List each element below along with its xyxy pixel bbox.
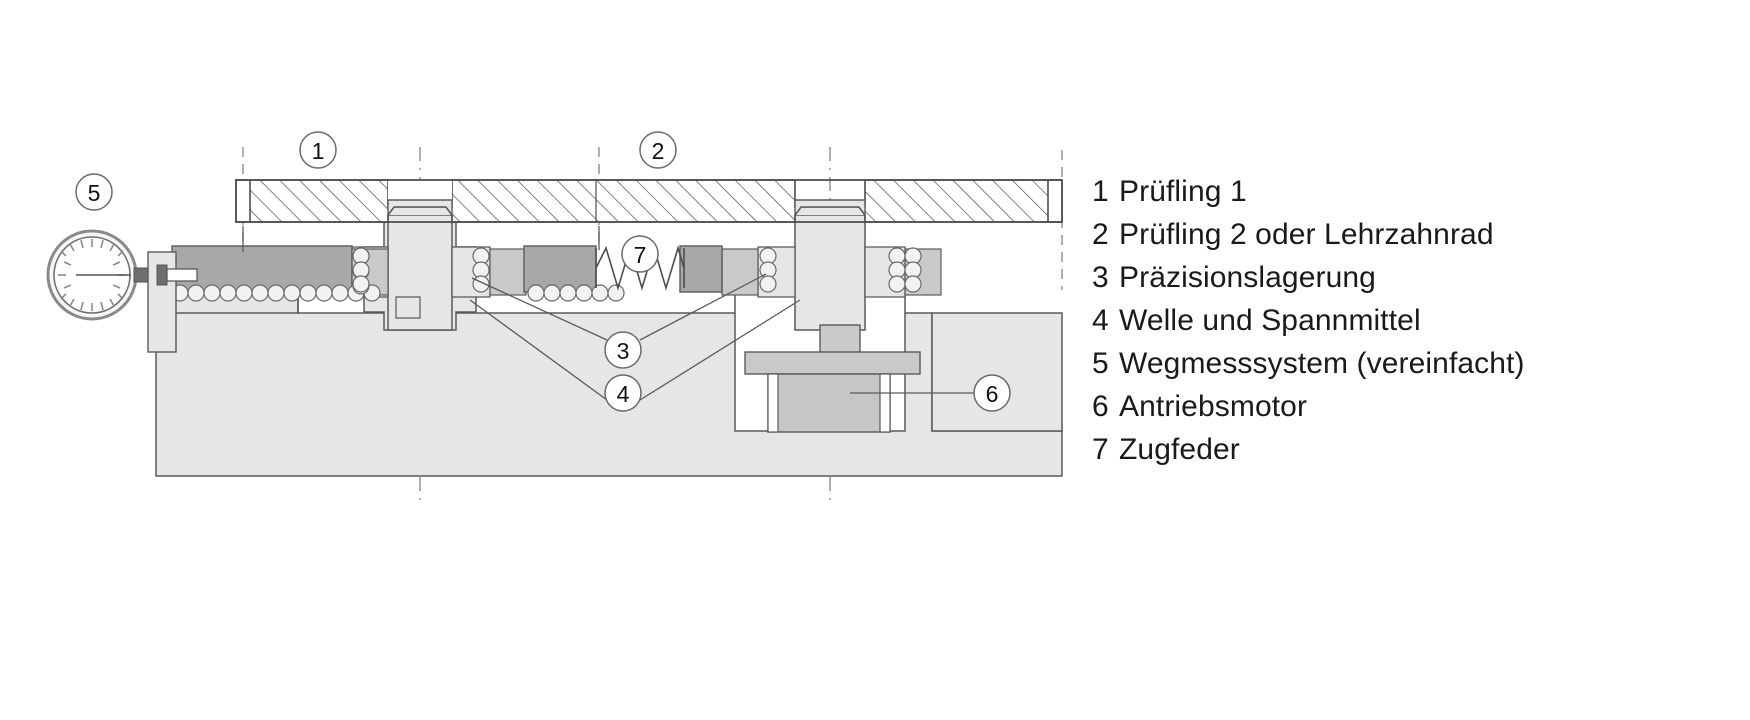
legend-item-6-number: 6 [1092,390,1109,423]
legend-item-2-number: 2 [1092,218,1109,251]
legend-item-4: 4 Welle und Spannmittel [1092,299,1732,342]
callout-6-label: 6 [986,381,999,407]
leader-lines [242,226,974,401]
rolling-element-rows [171,247,922,302]
dial-indicator [46,229,198,353]
ball-row-vertical-hub-right-a [759,247,777,293]
callout-5[interactable]: 5 [75,173,113,211]
motor-flange [744,351,921,375]
callout-bubbles: 1 2 3 4 5 6 7 [75,131,1011,412]
ball-row-vertical-hub-left-a [352,247,370,293]
legend-item-1: 1 Prüfling 1 [1092,170,1732,213]
legend-item-1-number: 1 [1092,175,1109,208]
callout-6[interactable]: 6 [973,374,1011,412]
tension-spring [595,245,685,291]
legend-item-6-label: Antriebsmotor [1119,390,1308,423]
legend-item-7: 7 Zugfeder [1092,428,1732,471]
callout-5-label: 5 [88,180,101,206]
legend-item-7-label: Zugfeder [1119,433,1240,466]
legend-item-4-label: Welle und Spannmittel [1119,304,1421,337]
callout-7[interactable]: 7 [621,235,659,273]
ball-row-vertical-hub-right-b [888,247,906,293]
legend-item-1-label: Prüfling 1 [1119,175,1247,208]
callout-4[interactable]: 4 [604,374,642,412]
callout-2-label: 2 [652,138,665,164]
callout-3-label: 3 [617,338,630,364]
drive-motor-assembly [744,324,921,433]
legend-item-5-label: Wegmesssystem (vereinfacht) [1119,347,1525,380]
leader-4-left [469,299,608,401]
legend-item-3-number: 3 [1092,261,1109,294]
callout-1-label: 1 [312,138,325,164]
ball-row-vertical-hub-left-b [472,247,490,293]
legend-item-2-label: Prüfling 2 oder Lehrzahnrad [1119,218,1494,251]
legend-item-6: 6 Antriebsmotor [1092,385,1732,428]
ball-row-vertical-right-end [904,247,922,293]
callout-2[interactable]: 2 [639,131,677,169]
leader-4-right [639,299,801,401]
legend-item-3: 3 Präzisionslagerung [1092,256,1732,299]
callout-3[interactable]: 3 [604,331,642,369]
legend-item-4-number: 4 [1092,304,1109,337]
legend-item-7-number: 7 [1092,433,1109,466]
ball-row-horizontal-mid [527,284,625,302]
callout-1[interactable]: 1 [299,131,337,169]
leader-3-left [471,277,608,341]
dial-ticks [58,239,126,311]
callout-4-label: 4 [617,381,630,407]
callout-7-label: 7 [634,242,647,268]
legend-item-3-label: Präzisionslagerung [1119,261,1376,294]
legend-list: 1 Prüfling 1 2 Prüfling 2 oder Lehrzahnr… [1092,170,1732,471]
legend-item-5: 5 Wegmesssystem (vereinfacht) [1092,342,1732,385]
legend-item-5-number: 5 [1092,347,1109,380]
motor-body [767,373,891,433]
sectioned-gear-plate [235,179,1063,223]
probe-tip [166,268,198,282]
legend-item-2: 2 Prüfling 2 oder Lehrzahnrad [1092,213,1732,256]
leader-3-right [639,273,767,341]
